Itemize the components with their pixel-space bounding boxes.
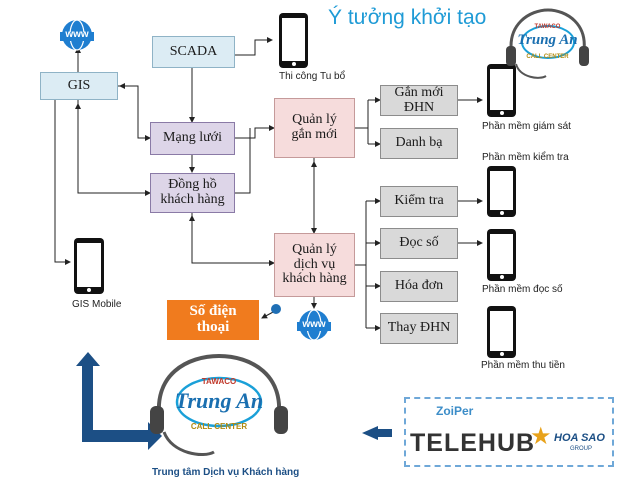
phone-icon-thu-tien (487, 306, 516, 358)
node-doc-so: Đọc số (380, 228, 458, 259)
hoasao-star-icon: ★ (530, 424, 552, 450)
call-center-logo-small: TAWACO Trung An CALL CENTER (500, 6, 595, 84)
node-hoa-don: Hóa đơn (380, 271, 458, 302)
logo-large-name: Trung An (174, 388, 264, 413)
providers-panel: ZoiPer TELEHUB ★ HOA SAO GROUP (404, 397, 614, 467)
logo-small-top: TAWACO (534, 24, 561, 30)
label-kiem-tra: Phần mềm kiểm tra (482, 152, 569, 163)
www-globe-icon-2: www (295, 308, 333, 346)
label-gis-mobile: GIS Mobile (72, 299, 122, 310)
label-giam-sat: Phần mềm giám sát (482, 121, 571, 132)
phone-icon-doc-so (487, 229, 516, 281)
node-gan-moi-dhn: Gắn mới ĐHN (380, 85, 458, 116)
call-center-logo-large: TAWACO Trung An CALL CENTER (144, 350, 294, 462)
phone-icon-kiem-tra (487, 166, 516, 217)
node-mang-luoi: Mạng lưới (150, 122, 235, 155)
zoiper-logo: ZoiPer (436, 404, 474, 418)
node-thay-dhn: Thay ĐHN (380, 313, 458, 344)
label-doc-so: Phần mềm đọc số (482, 284, 563, 295)
phone-icon-gis-mobile (74, 238, 104, 294)
headset-icon-small (506, 8, 589, 79)
logo-small-name: Trung An (517, 32, 578, 48)
page-title: Ý tưởng khởi tạo (328, 6, 487, 29)
phone-icon-giam-sat (487, 64, 516, 117)
node-kiem-tra: Kiểm tra (380, 186, 458, 217)
label-thi-cong: Thi công Tu bổ (279, 71, 346, 82)
logo-large-sub: CALL CENTER (190, 422, 248, 431)
telehub-logo: TELEHUB (410, 429, 536, 457)
hoasao-logo: HOA SAO (554, 432, 605, 444)
node-dong-ho-khach-hang: Đồng hồ khách hàng (150, 173, 235, 213)
headset-icon-large (150, 353, 288, 456)
hoasao-sub: GROUP (570, 446, 593, 452)
node-danh-ba: Danh bạ (380, 128, 458, 159)
node-so-dien-thoai: Số điện thoại (167, 300, 259, 340)
www-label-2: www (302, 319, 326, 330)
call-center-caption: Trung tâm Dịch vụ Khách hàng (152, 467, 300, 478)
www-globe-icon: www (58, 18, 96, 56)
node-quan-ly-gan-moi: Quản lý gắn mới (274, 98, 355, 158)
node-gis: GIS (40, 72, 118, 100)
logo-large-top: TAWACO (201, 377, 237, 386)
node-quan-ly-dich-vu: Quản lý dịch vụ khách hàng (274, 233, 355, 297)
phone-icon-thi-cong (279, 13, 308, 68)
logo-small-sub: CALL CENTER (526, 54, 569, 60)
www-label: www (65, 29, 89, 40)
node-scada: SCADA (152, 36, 235, 68)
label-thu-tien: Phần mềm thu tiền (481, 360, 565, 371)
